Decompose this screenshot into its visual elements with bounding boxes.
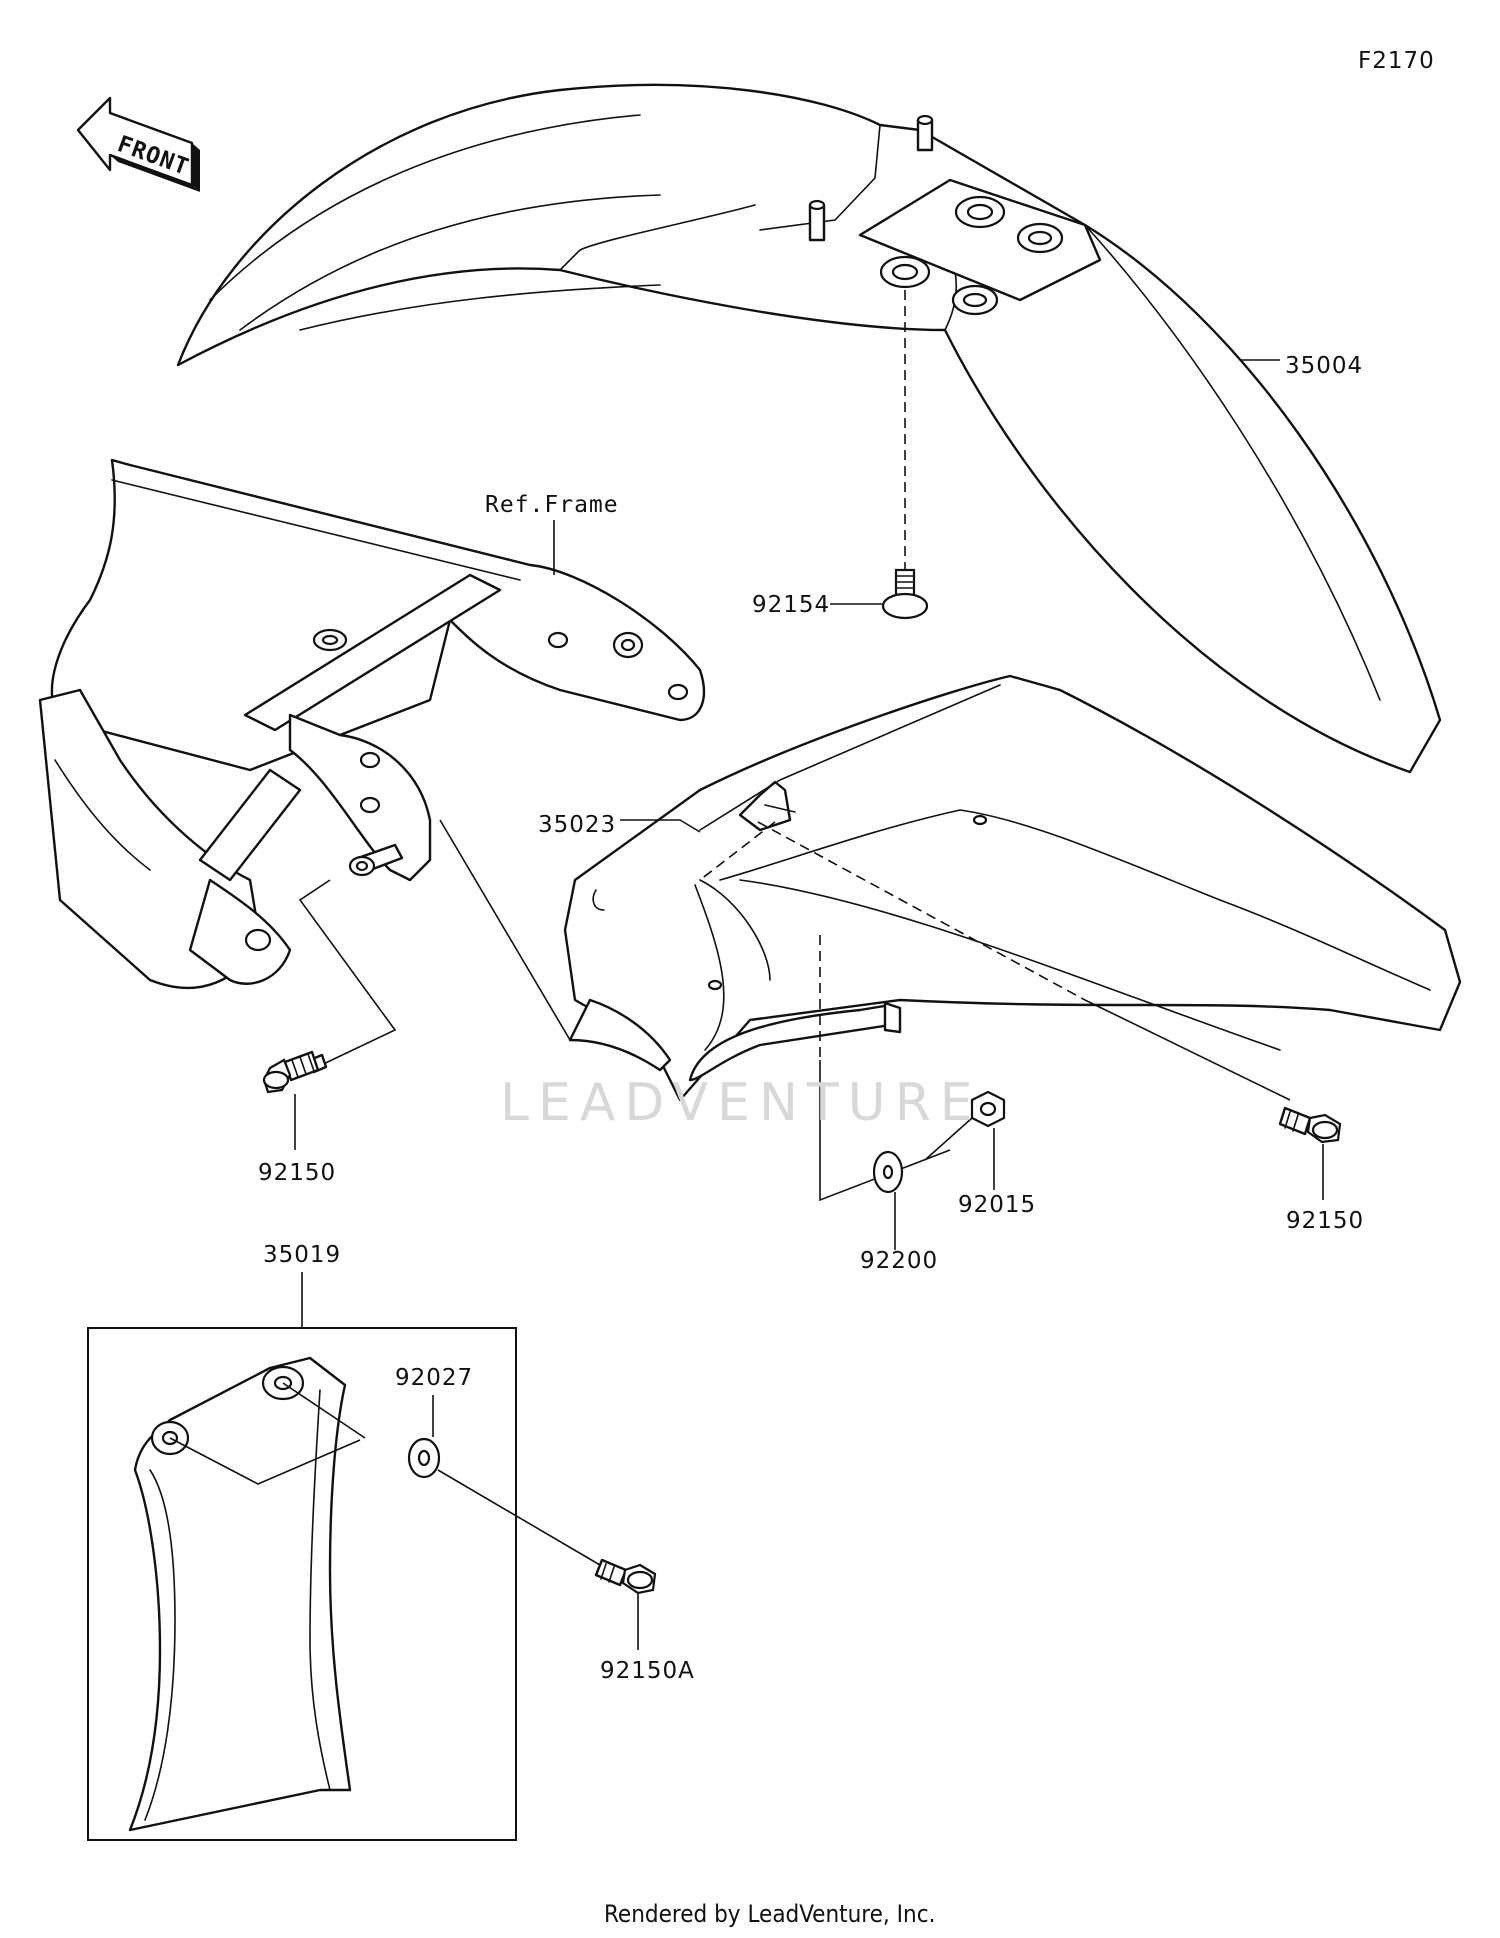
callout-nut: 92015 xyxy=(958,1192,1036,1218)
guard-set-frame xyxy=(87,1327,517,1841)
nut-92015-icon xyxy=(970,1090,1006,1128)
figure-code: F2170 xyxy=(1358,48,1435,74)
callout-inner-fender: 35023 xyxy=(538,812,616,838)
watermark: LEADVENTURE xyxy=(500,1073,982,1133)
washer-92027-icon xyxy=(407,1437,441,1479)
callout-guard-bolt: 92150A xyxy=(600,1658,695,1684)
inner-fender-35023 xyxy=(563,674,1462,1102)
footer-credit: Rendered by LeadVenture, Inc. xyxy=(604,1900,935,1928)
callout-front-fender: 35004 xyxy=(1285,353,1363,379)
frame-reference xyxy=(38,458,706,990)
callout-guard-set: 35019 xyxy=(263,1242,341,1268)
front-arrow-icon: FRONT xyxy=(76,96,200,192)
callout-guard-washer: 92027 xyxy=(395,1365,473,1391)
washer-92200-icon xyxy=(872,1150,904,1194)
ref-frame-label: Ref.Frame xyxy=(485,492,619,518)
fork-guard-35019 xyxy=(128,1356,352,1832)
callout-fender-bolt-top: 92154 xyxy=(752,592,830,618)
callout-frame-bolt-left: 92150 xyxy=(258,1160,336,1186)
bolt-92150a-icon xyxy=(594,1558,657,1595)
callout-washer: 92200 xyxy=(860,1248,938,1274)
bolt-92150-left-icon xyxy=(262,1050,328,1094)
bolt-92150-right-icon xyxy=(1278,1106,1342,1144)
bolt-92154-icon xyxy=(881,568,929,620)
front-fender-35004 xyxy=(176,83,1442,774)
callout-fender-bolt-right: 92150 xyxy=(1286,1208,1364,1234)
